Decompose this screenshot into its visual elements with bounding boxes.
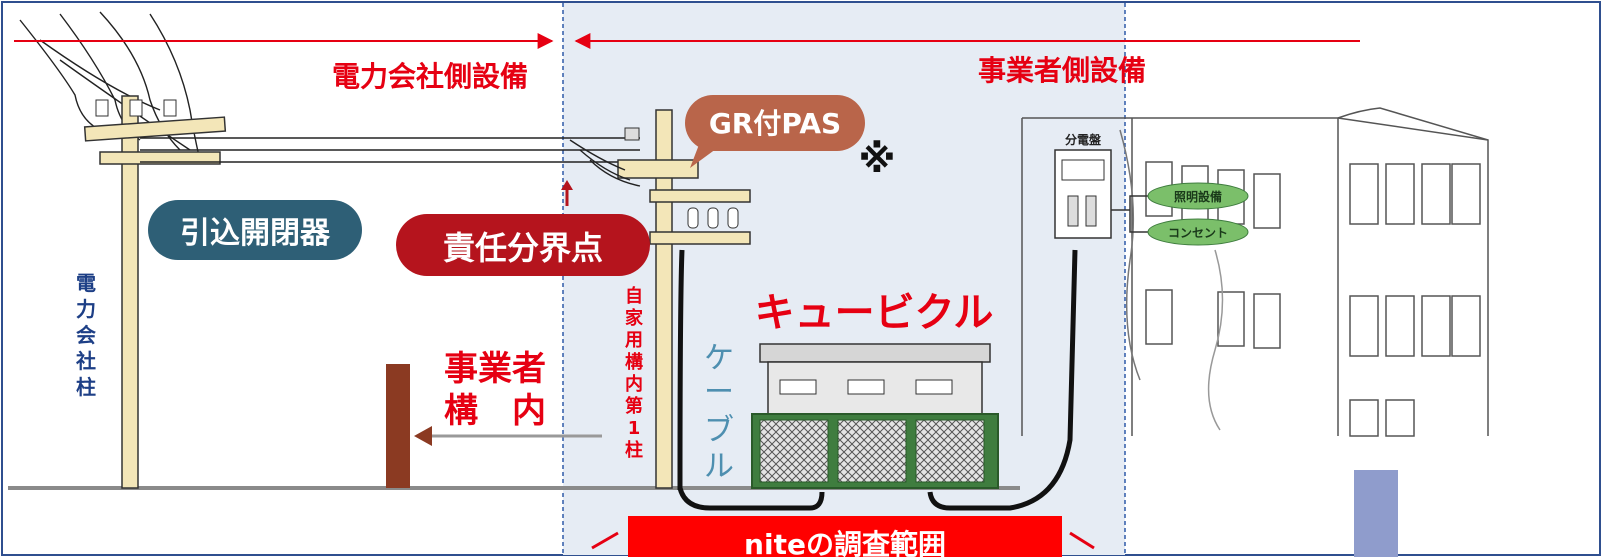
svg-text:第: 第 [625,395,643,417]
survey-scope-arrow-right [1069,531,1095,550]
cable-label: ケ ー ブ ル [704,341,734,484]
responsibility-point-bubble [396,214,650,276]
board-connectors [1111,195,1150,233]
lighting-label: 照明設備 [1174,189,1222,204]
outlet-badge [1147,218,1249,246]
premises-label-line2: 構 内 [444,391,546,431]
svg-text:柱: 柱 [76,375,96,399]
outlet-label: コンセント [1168,226,1228,240]
cable-to-board [927,249,1078,511]
cubicle [751,343,999,489]
svg-text:1: 1 [628,418,641,439]
first-pole-label: 自 家 用 構 内 第 1 柱 [625,285,644,461]
distribution-board-label: 分電盤 [1065,132,1102,147]
svg-text:社: 社 [75,349,96,373]
gr-pas-bubble [685,95,865,151]
building [1021,107,1489,437]
svg-text:電: 電 [76,271,96,295]
svg-text:用: 用 [625,330,643,351]
svg-text:家: 家 [625,307,644,329]
responsibility-point-label: 責任分界点 [443,229,603,267]
svg-text:自: 自 [625,285,643,307]
survey-scope-label: niteの調査範囲 [744,528,946,557]
gr-pas-bubble-tail [690,142,720,168]
svg-text:内: 内 [625,373,643,395]
power-company-pole [83,95,227,489]
cable-to-cubicle [677,487,825,511]
premises-label-line1: 事業者 [444,349,546,389]
service-switch-label: 引込開閉器 [180,216,331,251]
service-wires [140,137,640,163]
power-company-side-label: 電力会社側設備 [332,60,528,93]
svg-text:ー: ー [704,375,734,410]
boundary-pointer-head [561,180,573,190]
svg-text:力: 力 [76,297,96,321]
gr-pas-label: GR付PAS [709,107,841,140]
reference-mark: ※ [859,137,896,181]
service-switch-bubble [148,200,362,260]
lighting-badge [1147,182,1249,210]
premises-post [386,364,410,488]
svg-text:構: 構 [625,351,643,373]
premises-arrow-head [414,426,432,446]
blue-box [1354,470,1398,557]
svg-text:ブ: ブ [704,413,734,448]
survey-scope-arrow-left [591,531,619,550]
svg-text:ル: ル [704,449,734,484]
cubicle-label: キュービクル [755,290,994,336]
operator-side-label: 事業者側設備 [978,54,1146,87]
svg-text:会: 会 [76,323,96,347]
first-pole [569,109,751,491]
survey-scope-banner [628,516,1062,557]
svg-text:ケ: ケ [704,341,734,376]
svg-text:柱: 柱 [625,439,643,461]
distribution-board [1054,149,1112,239]
power-company-pole-label: 電 力 会 社 柱 [75,271,96,399]
